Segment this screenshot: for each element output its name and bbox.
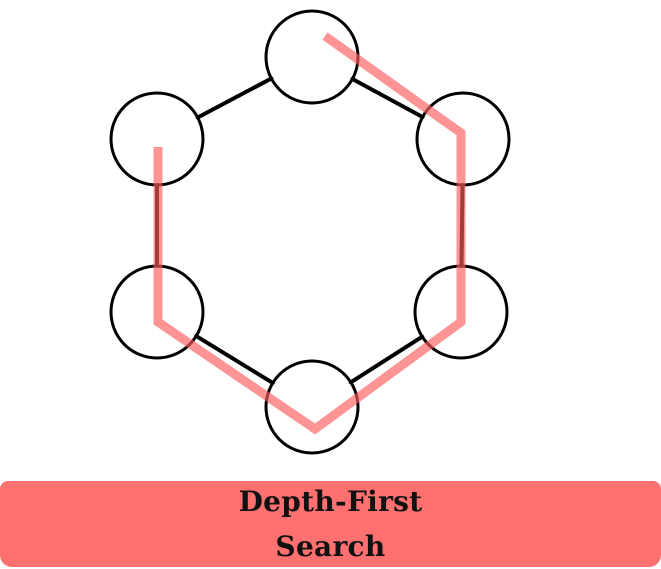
graph-edges <box>155 76 465 385</box>
caption-title-line-1: Depth-First <box>238 485 423 518</box>
edge-lower-right-bottom <box>348 334 425 385</box>
dfs-graph-diagram <box>109 9 511 455</box>
edge-top-upper-left <box>195 76 274 120</box>
node-top <box>264 9 360 105</box>
caption-banner: Depth-First Search <box>0 481 661 567</box>
dfs-traversal-path <box>153 32 466 435</box>
node-bottom <box>264 359 360 455</box>
traversal-path-line <box>153 32 466 435</box>
graph-nodes <box>109 9 511 455</box>
caption-title-line-2: Search <box>275 530 386 563</box>
edge-bottom-lower-left <box>194 334 275 385</box>
edge-top-upper-right <box>350 76 425 120</box>
